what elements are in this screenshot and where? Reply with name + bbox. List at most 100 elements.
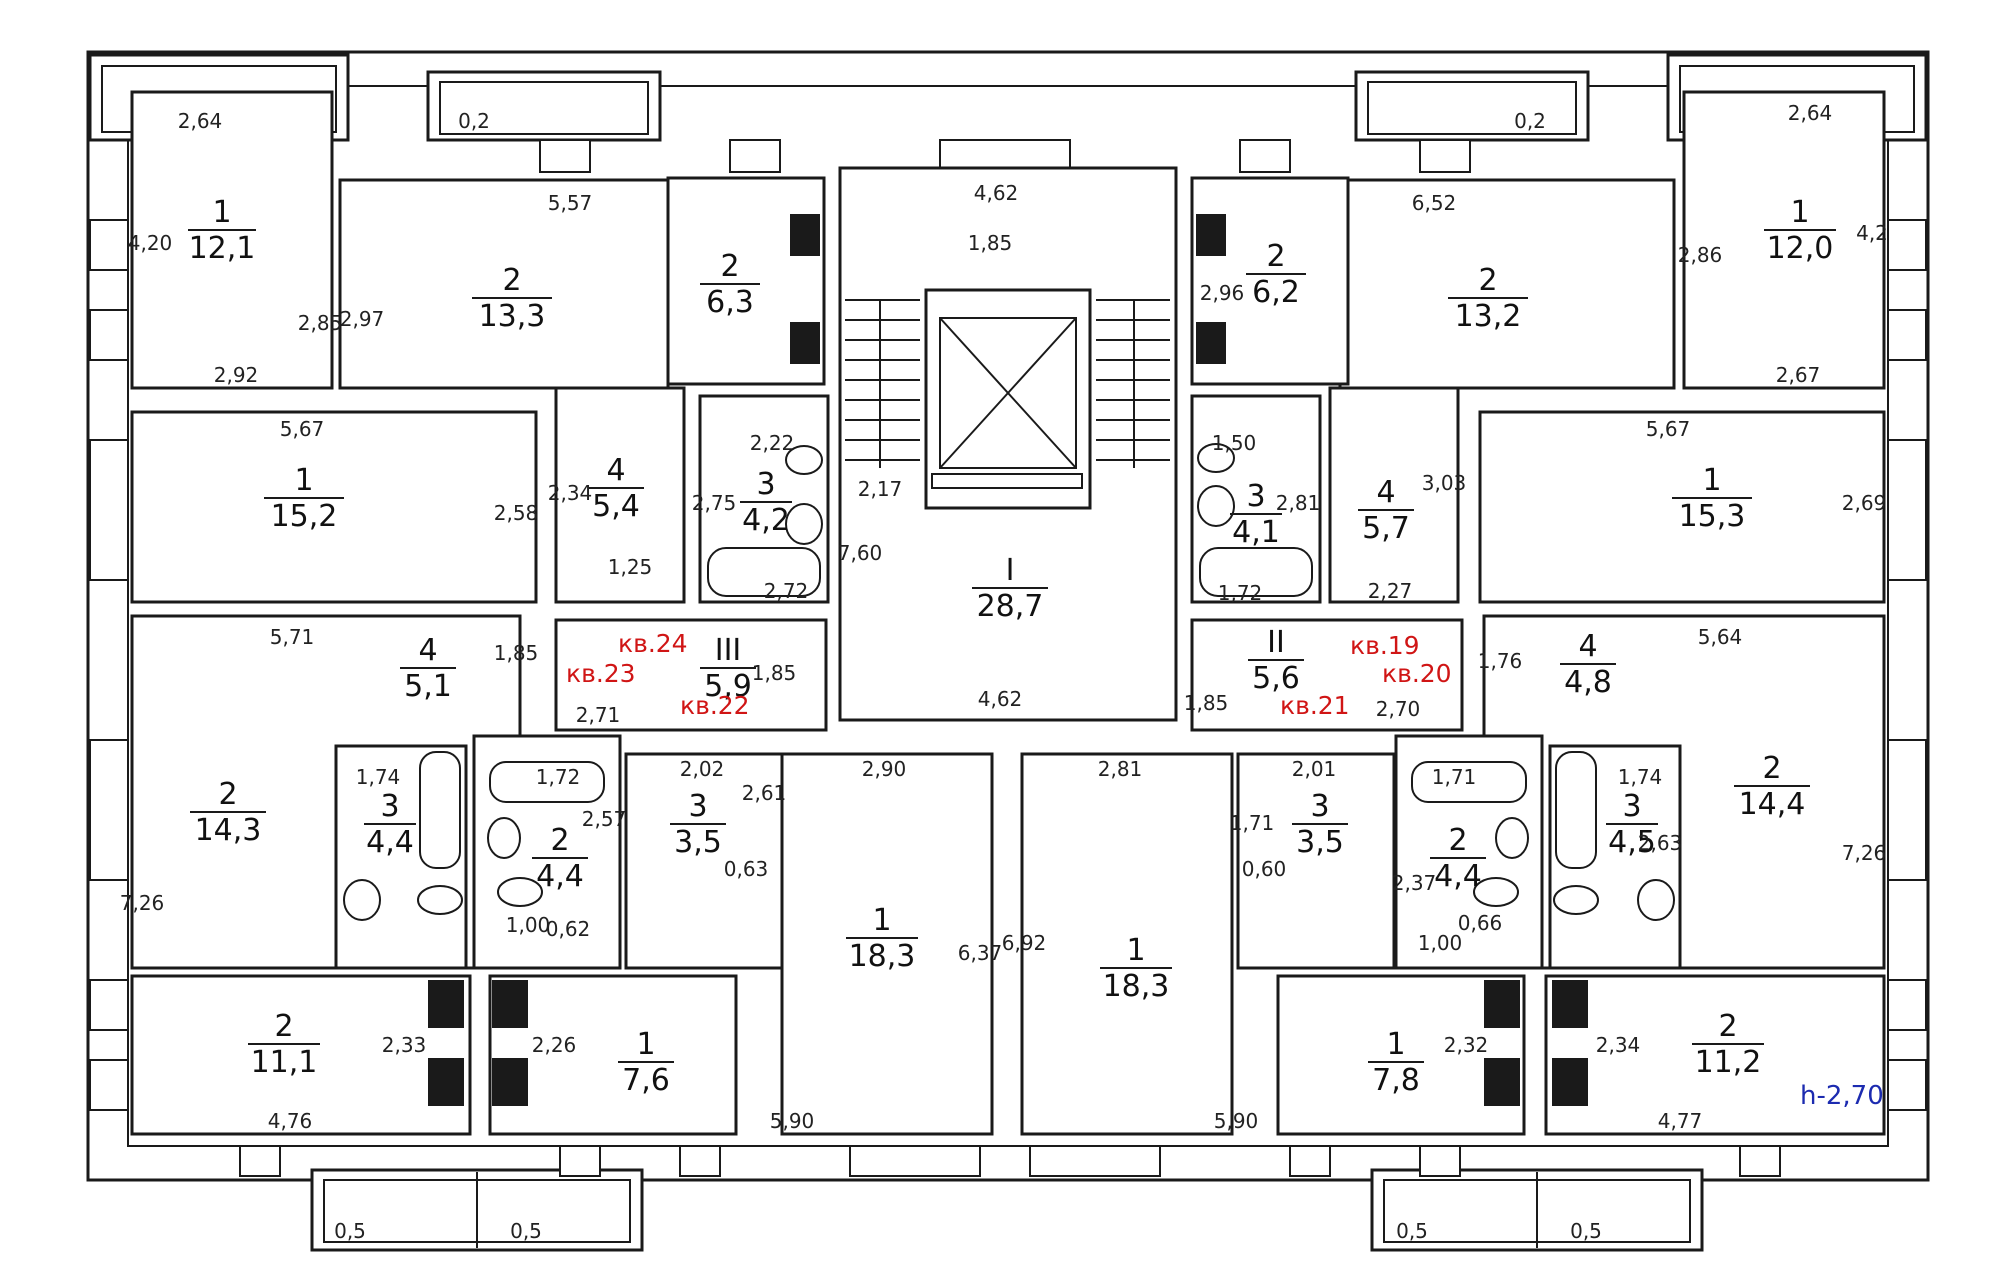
- svg-text:14,4: 14,4: [1739, 787, 1806, 822]
- svg-text:2,67: 2,67: [1776, 363, 1821, 387]
- room-14: 211,1: [248, 1009, 320, 1080]
- room-7: 45,1: [400, 633, 456, 704]
- apartment-label: кв.24: [618, 629, 688, 658]
- svg-text:3: 3: [1622, 789, 1641, 824]
- stairs: [845, 299, 1170, 489]
- apartment-label: кв.21: [1280, 691, 1350, 720]
- svg-text:11,2: 11,2: [1695, 1045, 1762, 1080]
- svg-text:0,5: 0,5: [1396, 1219, 1428, 1243]
- svg-text:2,81: 2,81: [1276, 491, 1321, 515]
- room-20: 115,3: [1672, 463, 1752, 534]
- room-19: 26,2: [1246, 239, 1306, 310]
- svg-text:2,22: 2,22: [750, 431, 795, 455]
- svg-text:2,72: 2,72: [764, 579, 809, 603]
- svg-text:2,96: 2,96: [1200, 281, 1245, 305]
- svg-text:13,2: 13,2: [1455, 299, 1522, 334]
- svg-text:5,71: 5,71: [270, 625, 315, 649]
- svg-text:2,32: 2,32: [1444, 1033, 1489, 1057]
- svg-text:2,64: 2,64: [178, 109, 223, 133]
- room-29: 118,3: [1100, 933, 1172, 1004]
- room-labels: 112,1 213,3 26,3 115,2 45,4 34,2 45,1 II…: [188, 195, 1836, 1098]
- svg-text:4,77: 4,77: [1658, 1109, 1703, 1133]
- svg-text:2,81: 2,81: [1098, 757, 1143, 781]
- svg-text:5,6: 5,6: [1252, 661, 1300, 696]
- svg-text:4,4: 4,4: [536, 859, 584, 894]
- svg-text:2,70: 2,70: [1376, 697, 1421, 721]
- svg-text:3,5: 3,5: [674, 825, 722, 860]
- svg-text:1: 1: [872, 903, 891, 938]
- svg-text:1,85: 1,85: [752, 661, 797, 685]
- svg-text:1: 1: [1126, 933, 1145, 968]
- svg-text:12,0: 12,0: [1767, 231, 1834, 266]
- room-22: 34,1: [1230, 479, 1282, 550]
- svg-text:2: 2: [1266, 239, 1285, 274]
- svg-text:6,92: 6,92: [1002, 931, 1047, 955]
- svg-text:2,90: 2,90: [862, 757, 907, 781]
- svg-text:2: 2: [550, 823, 569, 858]
- svg-text:5,4: 5,4: [592, 489, 640, 524]
- svg-text:2,92: 2,92: [214, 363, 259, 387]
- room-28: 33,5: [1292, 789, 1348, 860]
- svg-text:0,62: 0,62: [546, 917, 591, 941]
- svg-text:4: 4: [418, 633, 437, 668]
- room-3: 26,3: [700, 249, 760, 320]
- svg-text:1,76: 1,76: [1478, 649, 1523, 673]
- svg-text:15,2: 15,2: [271, 499, 338, 534]
- svg-text:I: I: [1006, 553, 1015, 588]
- svg-text:5,67: 5,67: [1646, 417, 1691, 441]
- svg-text:5,90: 5,90: [770, 1109, 815, 1133]
- svg-text:13,3: 13,3: [479, 299, 546, 334]
- svg-text:2,17: 2,17: [858, 477, 903, 501]
- svg-text:4,62: 4,62: [978, 687, 1023, 711]
- room-24: II5,6: [1248, 625, 1304, 696]
- svg-text:2: 2: [502, 263, 521, 298]
- svg-text:2: 2: [274, 1009, 293, 1044]
- room-4: 115,2: [264, 463, 344, 534]
- ceiling-height-label: h-2,70: [1800, 1081, 1884, 1111]
- svg-text:3: 3: [1246, 479, 1265, 514]
- svg-text:0,2: 0,2: [1514, 109, 1546, 133]
- svg-text:2,34: 2,34: [548, 481, 593, 505]
- svg-text:4,8: 4,8: [1564, 665, 1612, 700]
- svg-text:5,67: 5,67: [280, 417, 325, 441]
- fixtures: [343, 214, 1675, 1106]
- svg-text:4,4: 4,4: [1434, 859, 1482, 894]
- room-17: 112,0: [1764, 195, 1836, 266]
- svg-text:2: 2: [218, 777, 237, 812]
- svg-text:1: 1: [212, 195, 231, 230]
- room-2: 213,3: [472, 263, 552, 334]
- windows: [89, 139, 1927, 1177]
- room-26: 34,5: [1606, 789, 1658, 860]
- svg-text:2,01: 2,01: [1292, 757, 1337, 781]
- svg-text:1,74: 1,74: [356, 765, 401, 789]
- room-11: 24,4: [532, 823, 588, 894]
- svg-text:2: 2: [1478, 263, 1497, 298]
- svg-text:5,7: 5,7: [1362, 511, 1410, 546]
- svg-text:1,85: 1,85: [1184, 691, 1229, 715]
- svg-text:6,2: 6,2: [1252, 275, 1300, 310]
- svg-text:1,50: 1,50: [1212, 431, 1257, 455]
- svg-text:5,64: 5,64: [1698, 625, 1743, 649]
- svg-text:1,00: 1,00: [1418, 931, 1463, 955]
- svg-text:0,5: 0,5: [334, 1219, 366, 1243]
- svg-text:28,7: 28,7: [977, 589, 1044, 624]
- room-9: 214,3: [190, 777, 266, 848]
- svg-text:15,3: 15,3: [1679, 499, 1746, 534]
- svg-text:18,3: 18,3: [1103, 969, 1170, 1004]
- room-31: 211,2: [1692, 1009, 1764, 1080]
- svg-text:II: II: [1267, 625, 1285, 660]
- svg-text:4,1: 4,1: [1232, 515, 1280, 550]
- room-25: 214,4: [1734, 751, 1810, 822]
- svg-text:18,3: 18,3: [849, 939, 916, 974]
- svg-text:3: 3: [1310, 789, 1329, 824]
- room-21: 45,7: [1358, 475, 1414, 546]
- svg-text:4: 4: [1376, 475, 1395, 510]
- svg-text:1,85: 1,85: [968, 231, 1013, 255]
- svg-text:2,75: 2,75: [692, 491, 737, 515]
- svg-text:2,86: 2,86: [1678, 243, 1723, 267]
- svg-text:4,76: 4,76: [268, 1109, 313, 1133]
- svg-text:4,5: 4,5: [1608, 825, 1656, 860]
- svg-text:1,71: 1,71: [1432, 765, 1477, 789]
